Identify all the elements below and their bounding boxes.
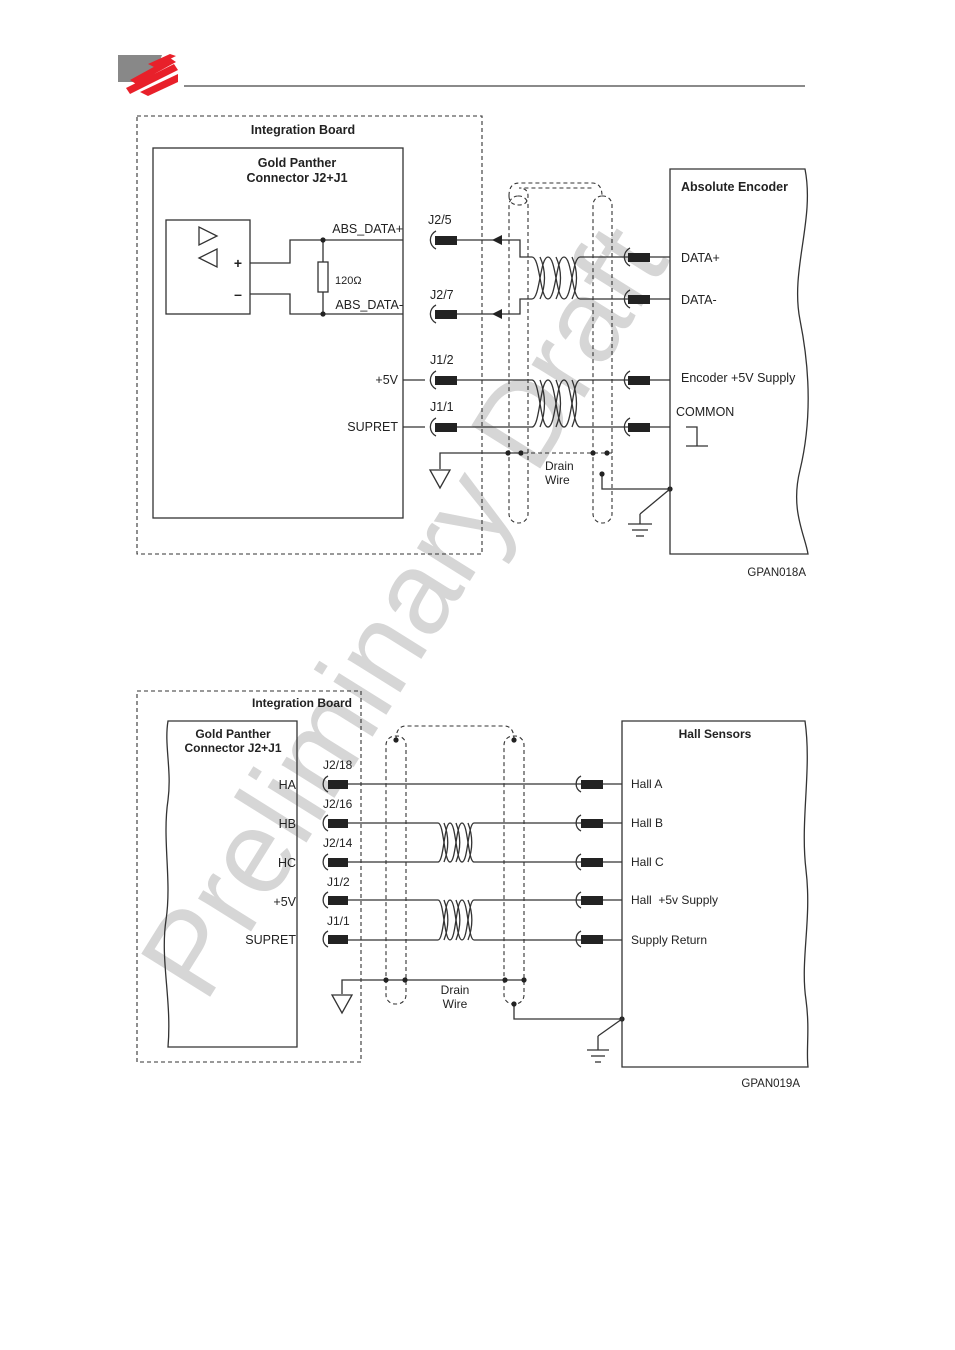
connector-title-line2: Connector J2+J1	[184, 741, 281, 755]
device-box	[669, 168, 809, 555]
pin-label: J2/5	[428, 213, 452, 227]
device-pin-label: Hall +5v Supply	[631, 893, 718, 907]
drain-wire-label: Wire	[545, 473, 570, 487]
earth-ground-icon	[628, 488, 671, 537]
device-pin-label: Hall B	[631, 816, 663, 830]
figure-id: GPAN018A	[747, 567, 806, 579]
diagram-absolute-encoder: Integration Board Gold Panther Connector…	[136, 115, 809, 579]
twisted-pair-icon	[437, 822, 475, 863]
connector-box	[163, 720, 298, 1048]
integration-board-outline	[136, 690, 362, 1063]
signal-label: ABS_DATA-	[335, 298, 403, 312]
resistor-label: 120Ω	[335, 275, 362, 287]
connector-plug-icon	[429, 230, 457, 437]
device-box	[621, 720, 809, 1068]
pin-label: J1/2	[430, 353, 454, 367]
pin-label: J1/1	[327, 914, 350, 928]
device-title: Absolute Encoder	[681, 180, 788, 194]
device-pin-label: Encoder +5V Supply	[681, 371, 796, 385]
device-pin-label: DATA-	[681, 293, 717, 307]
ground-triangle-icon	[428, 469, 452, 490]
termination-resistor-icon	[317, 261, 329, 293]
drain-wire-label: Wire	[443, 997, 468, 1011]
signal-label: HC	[278, 856, 296, 870]
connector-title-line1: Gold Panther	[258, 156, 337, 170]
pin-label: J1/1	[430, 400, 454, 414]
signal-label: SUPRET	[347, 420, 398, 434]
minus-sign: –	[234, 286, 242, 302]
plus-sign: +	[234, 255, 242, 271]
device-title: Hall Sensors	[679, 727, 752, 741]
pin-label: J2/18	[323, 758, 353, 772]
connector-box	[152, 147, 404, 519]
watermark-text: Preliminary Draft	[115, 204, 693, 1019]
signal-label: SUPRET	[245, 933, 296, 947]
pin-label: J2/16	[323, 797, 353, 811]
connector-title-line1: Gold Panther	[195, 727, 271, 741]
twisted-pair-icon	[531, 379, 581, 428]
connector-plug-icon	[322, 775, 348, 948]
signal-label: ABS_DATA+	[332, 222, 403, 236]
figure-id: GPAN019A	[741, 1078, 800, 1090]
device-pin-label: DATA+	[681, 251, 720, 265]
device-pin-label: Hall C	[631, 855, 664, 869]
header-logo	[118, 54, 178, 96]
drain-wire-label: Drain	[545, 459, 574, 473]
twisted-pair-icon	[437, 899, 475, 941]
signal-label: HB	[279, 817, 296, 831]
integration-board-title: Integration Board	[252, 696, 352, 710]
differential-driver-icon	[165, 219, 251, 315]
ground-triangle-icon	[330, 994, 354, 1015]
pin-label: J2/7	[430, 288, 454, 302]
earth-ground-icon	[587, 1018, 623, 1063]
integration-board-title: Integration Board	[251, 123, 355, 137]
integration-board-outline	[136, 115, 483, 555]
device-pin-label: Supply Return	[631, 933, 707, 947]
cable-shield-left	[508, 182, 603, 206]
device-pin-label: Hall A	[631, 777, 662, 791]
pin-label: J2/14	[323, 836, 353, 850]
drain-wire-label: Drain	[441, 983, 470, 997]
signal-label: +5V	[375, 373, 398, 387]
pin-label: J1/2	[327, 875, 350, 889]
signal-label: HA	[279, 778, 297, 792]
connector-title-line2: Connector J2+J1	[246, 171, 347, 185]
diagram-hall-sensors: Integration Board Gold Panther Connector…	[136, 690, 809, 1090]
signal-label: +5V	[273, 895, 296, 909]
device-pin-label: COMMON	[676, 405, 734, 419]
twisted-pair-icon	[531, 256, 581, 300]
